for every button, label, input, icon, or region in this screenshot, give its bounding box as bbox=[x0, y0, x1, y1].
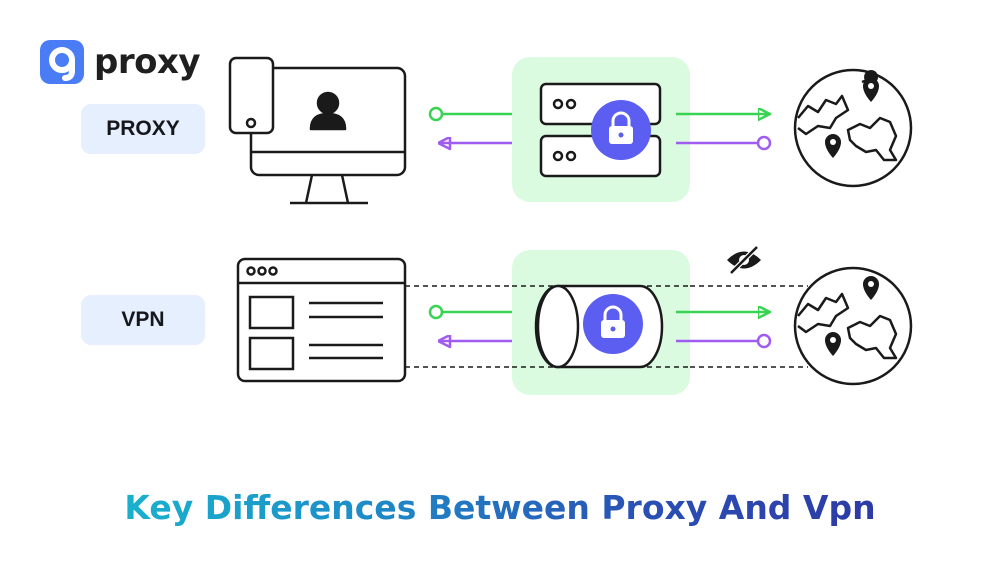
globe-pin-icon bbox=[793, 266, 913, 386]
proxy-inbound-right bbox=[676, 135, 772, 151]
brand-logo: proxy bbox=[40, 40, 201, 84]
vpn-inbound-right bbox=[676, 333, 772, 349]
vpn-label: VPN bbox=[81, 295, 205, 345]
lock-icon bbox=[591, 100, 651, 160]
eye-slash-icon bbox=[727, 245, 761, 275]
vpn-lock-icon bbox=[583, 294, 643, 354]
globe-pin-icon bbox=[793, 68, 913, 188]
logo-icon bbox=[40, 40, 84, 84]
page-title: Key Differences Between Proxy And Vpn bbox=[0, 488, 1000, 527]
browser-window-icon bbox=[236, 257, 407, 383]
vpn-tunnel-lines bbox=[405, 285, 808, 368]
vpn-outbound-left bbox=[428, 304, 524, 320]
proxy-outbound-left bbox=[428, 106, 524, 122]
computer-user-icon bbox=[228, 56, 407, 205]
proxy-label: PROXY bbox=[81, 104, 205, 154]
brand-name: proxy bbox=[94, 42, 201, 82]
vpn-dash-inside bbox=[512, 285, 690, 368]
